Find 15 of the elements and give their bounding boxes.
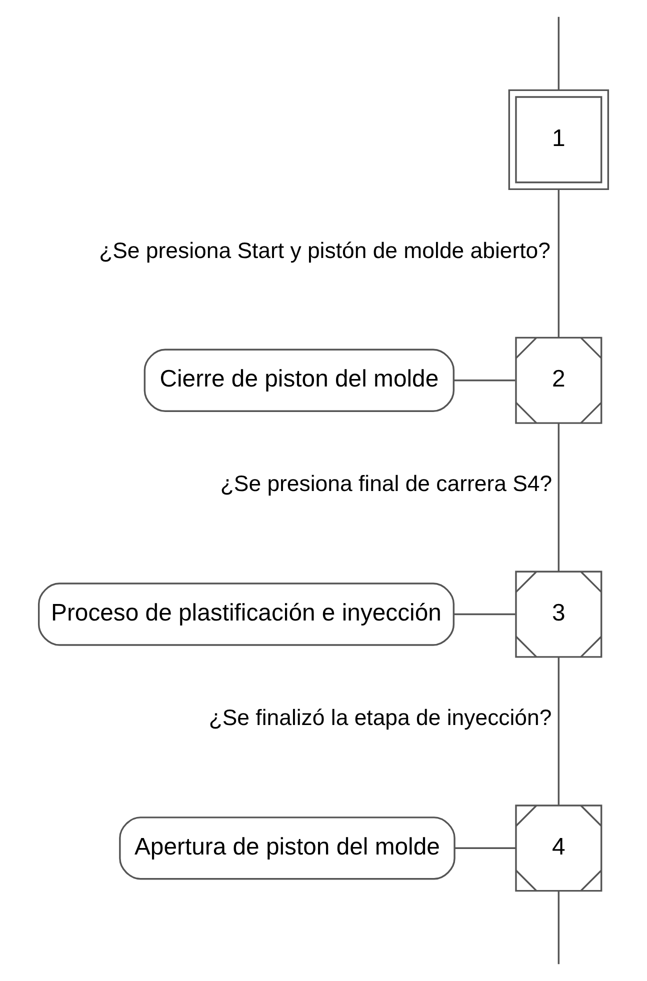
node-box: Cierre de piston del molde: [144, 348, 455, 412]
node-box: Apertura de piston del molde: [119, 816, 456, 880]
connector: [558, 891, 560, 964]
connector: [558, 423, 560, 571]
connector: [454, 613, 516, 616]
connector: [558, 16, 560, 90]
node-box: Proceso de plastificación e inyección: [38, 582, 455, 646]
connector: [454, 380, 516, 382]
node-box: 1: [508, 89, 610, 190]
connector: [454, 847, 516, 849]
edge-label: ¿Se finalizó la etapa de inyección?: [208, 704, 552, 730]
connector: [558, 189, 560, 338]
edge-label: ¿Se presiona final de carrera S4?: [220, 470, 552, 496]
connector: [558, 657, 560, 805]
edge-label: ¿Se presiona Start y pistón de molde abierto?: [99, 238, 550, 263]
